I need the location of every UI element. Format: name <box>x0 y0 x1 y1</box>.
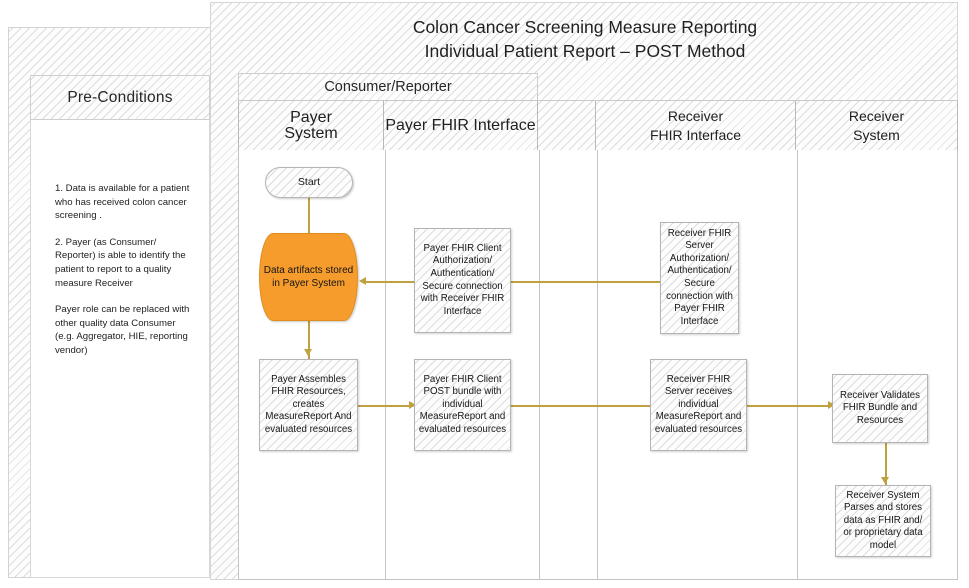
lane-divider <box>385 150 386 580</box>
connector-receives-to-validates <box>747 405 831 407</box>
node-receiver-validates-label: Receiver Validates FHIR Bundle and Resou… <box>839 389 921 426</box>
node-receiver-receives-label: Receiver FHIR Server receives individual… <box>654 373 743 435</box>
lane-header-receiver-system: Receiver System <box>796 101 958 151</box>
diagram-title: Colon Cancer Screening Measure Reporting… <box>211 15 959 63</box>
precondition-item: 1. Data is available for a patient who h… <box>55 183 190 222</box>
node-payer-post[interactable]: Payer FHIR Client POST bundle with indiv… <box>414 359 511 451</box>
lane-divider <box>539 150 540 580</box>
arrowhead-down <box>881 477 889 484</box>
lane-label-line2: FHIR Interface <box>649 127 742 143</box>
lane-header-payer-fhir-interface: Payer FHIR Interface <box>384 101 538 151</box>
node-payer-auth[interactable]: Payer FHIR Client Authorization/ Authent… <box>414 228 511 333</box>
pool-header-label: Consumer/Reporter <box>324 79 452 95</box>
lane-label-line1: Receiver <box>848 108 905 124</box>
lane-body-area: Start Data artifacts stored in Payer Sys… <box>238 150 958 580</box>
preconditions-body: 1. Data is available for a patient who h… <box>30 120 210 578</box>
node-payer-assembles-label: Payer Assembles FHIR Resources, creates … <box>264 373 353 435</box>
node-receiver-auth[interactable]: Receiver FHIR Server Authorization/ Auth… <box>660 222 739 334</box>
connector-post-to-receives <box>510 405 658 407</box>
lane-label-line1: Receiver <box>667 108 724 124</box>
node-receiver-validates[interactable]: Receiver Validates FHIR Bundle and Resou… <box>832 374 928 443</box>
node-payer-auth-label: Payer FHIR Client Authorization/ Authent… <box>420 242 505 317</box>
lane-divider <box>797 150 798 580</box>
node-start[interactable]: Start <box>265 167 353 198</box>
diagram-title-line2: Individual Patient Report – POST Method <box>424 41 746 61</box>
lane-header-payer-system: Payer System <box>238 101 384 151</box>
arrowhead-right <box>409 401 416 409</box>
node-data-store-label: Data artifacts stored in Payer System <box>263 265 354 289</box>
node-receiver-parses[interactable]: Receiver System Parses and stores data a… <box>835 485 931 557</box>
node-start-label: Start <box>297 176 321 189</box>
arrowhead-down <box>304 349 312 356</box>
diagram-title-line1: Colon Cancer Screening Measure Reporting <box>412 17 758 37</box>
arrowhead-right <box>828 401 835 409</box>
lane-header-row: Payer System Payer FHIR Interface Receiv… <box>238 100 958 151</box>
connector-start-to-datastore <box>308 198 310 251</box>
connector-assembles-to-post <box>357 405 413 407</box>
node-receiver-receives[interactable]: Receiver FHIR Server receives individual… <box>650 359 747 451</box>
node-receiver-parses-label: Receiver System Parses and stores data a… <box>843 489 923 551</box>
connector-payer-auth-receiver-auth <box>366 281 662 283</box>
preconditions-header-label: Pre-Conditions <box>67 88 173 106</box>
swimlane-diagram: Colon Cancer Screening Measure Reporting… <box>210 2 958 580</box>
pool-header-consumer-reporter: Consumer/Reporter <box>238 73 538 101</box>
lane-divider <box>597 150 598 580</box>
arrowhead-left <box>359 277 366 285</box>
lane-label-line1: Payer <box>290 109 332 126</box>
lane-label-line2: System <box>853 127 900 143</box>
precondition-item: Payer role can be replaced with other qu… <box>55 304 190 356</box>
preconditions-header: Pre-Conditions <box>30 75 210 120</box>
node-payer-assembles[interactable]: Payer Assembles FHIR Resources, creates … <box>259 359 358 451</box>
lane-header-receiver-fhir-interface: Receiver FHIR Interface <box>596 101 796 151</box>
lane-header-spacer <box>538 101 596 151</box>
node-data-store[interactable]: Data artifacts stored in Payer System <box>259 233 358 321</box>
node-payer-post-label: Payer FHIR Client POST bundle with indiv… <box>418 373 507 435</box>
node-receiver-auth-label: Receiver FHIR Server Authorization/ Auth… <box>666 227 733 327</box>
connector-validates-to-parses <box>885 443 887 486</box>
lane-label-line1: Payer FHIR Interface <box>385 117 536 134</box>
precondition-item: 2. Payer (as Consumer/ Reporter) is able… <box>55 236 186 289</box>
connector-datastore-to-assembles <box>308 320 310 360</box>
lane-label-line2: System <box>284 125 338 142</box>
